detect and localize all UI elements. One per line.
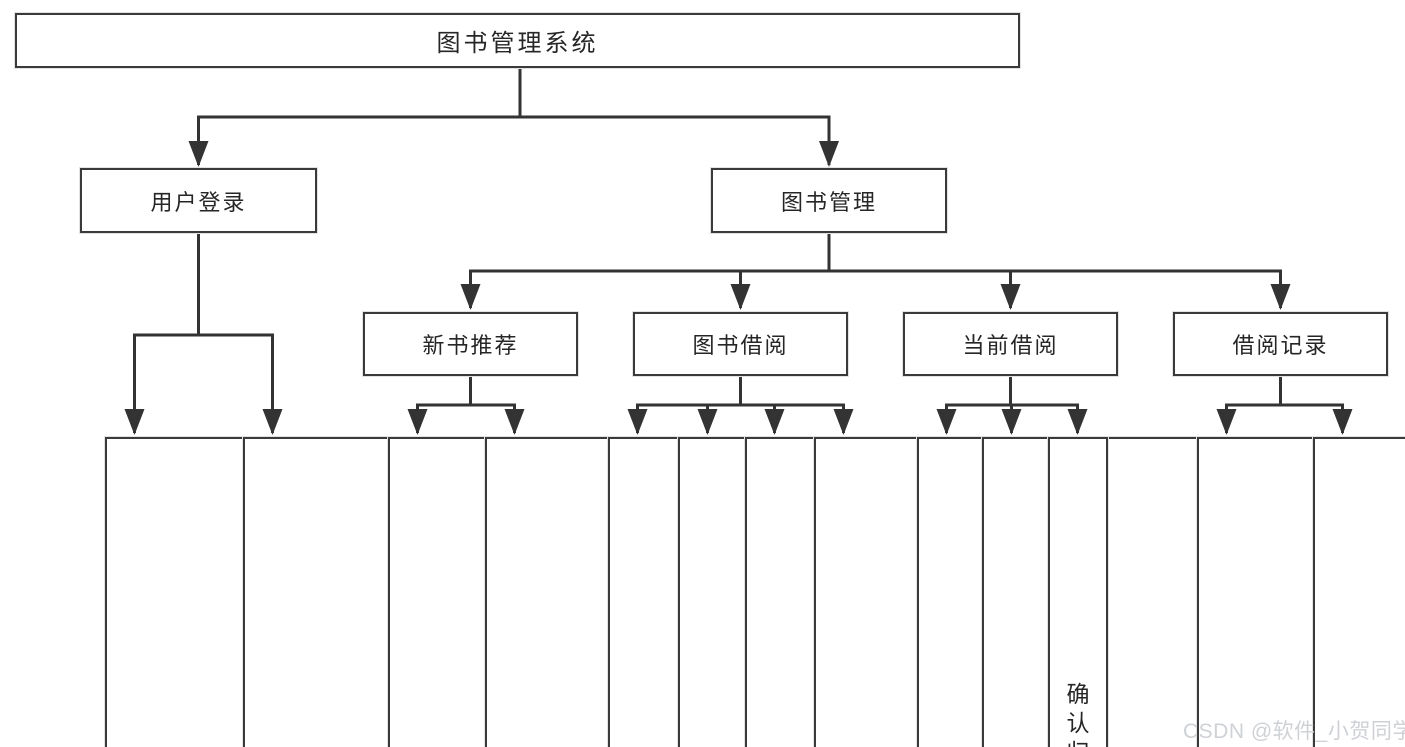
edges-user-login-children bbox=[124, 232, 283, 435]
node-book-borrow: 图书借阅 bbox=[633, 312, 848, 376]
node-current-borrow: 当前借阅 bbox=[903, 312, 1118, 376]
node-library-system: 图书管理系统 bbox=[15, 13, 1020, 68]
node-borrow-records: 借阅记录 bbox=[1173, 312, 1388, 376]
watermark: CSDN @软件_小贺同学 bbox=[1183, 720, 1405, 743]
node-new-book-recommend: 新书推荐 bbox=[363, 312, 578, 376]
edges-new-book-children bbox=[407, 375, 525, 435]
edges-book-mgmt-to-level3 bbox=[460, 232, 1291, 310]
node-book-management: 图书管理 bbox=[711, 168, 947, 233]
edges-current-borrow-children bbox=[936, 375, 1088, 435]
edges-root-to-level2 bbox=[188, 68, 839, 167]
leaf-record-query-record: 查询借阅记录 bbox=[1313, 437, 1405, 747]
edges-borrow-record-children bbox=[1216, 375, 1353, 435]
leaf-current-confirm-return-admin: 确认归还（管理员） bbox=[1048, 437, 1108, 747]
node-user-login: 用户登录 bbox=[80, 168, 317, 233]
edges-book-borrow-children bbox=[627, 375, 854, 435]
